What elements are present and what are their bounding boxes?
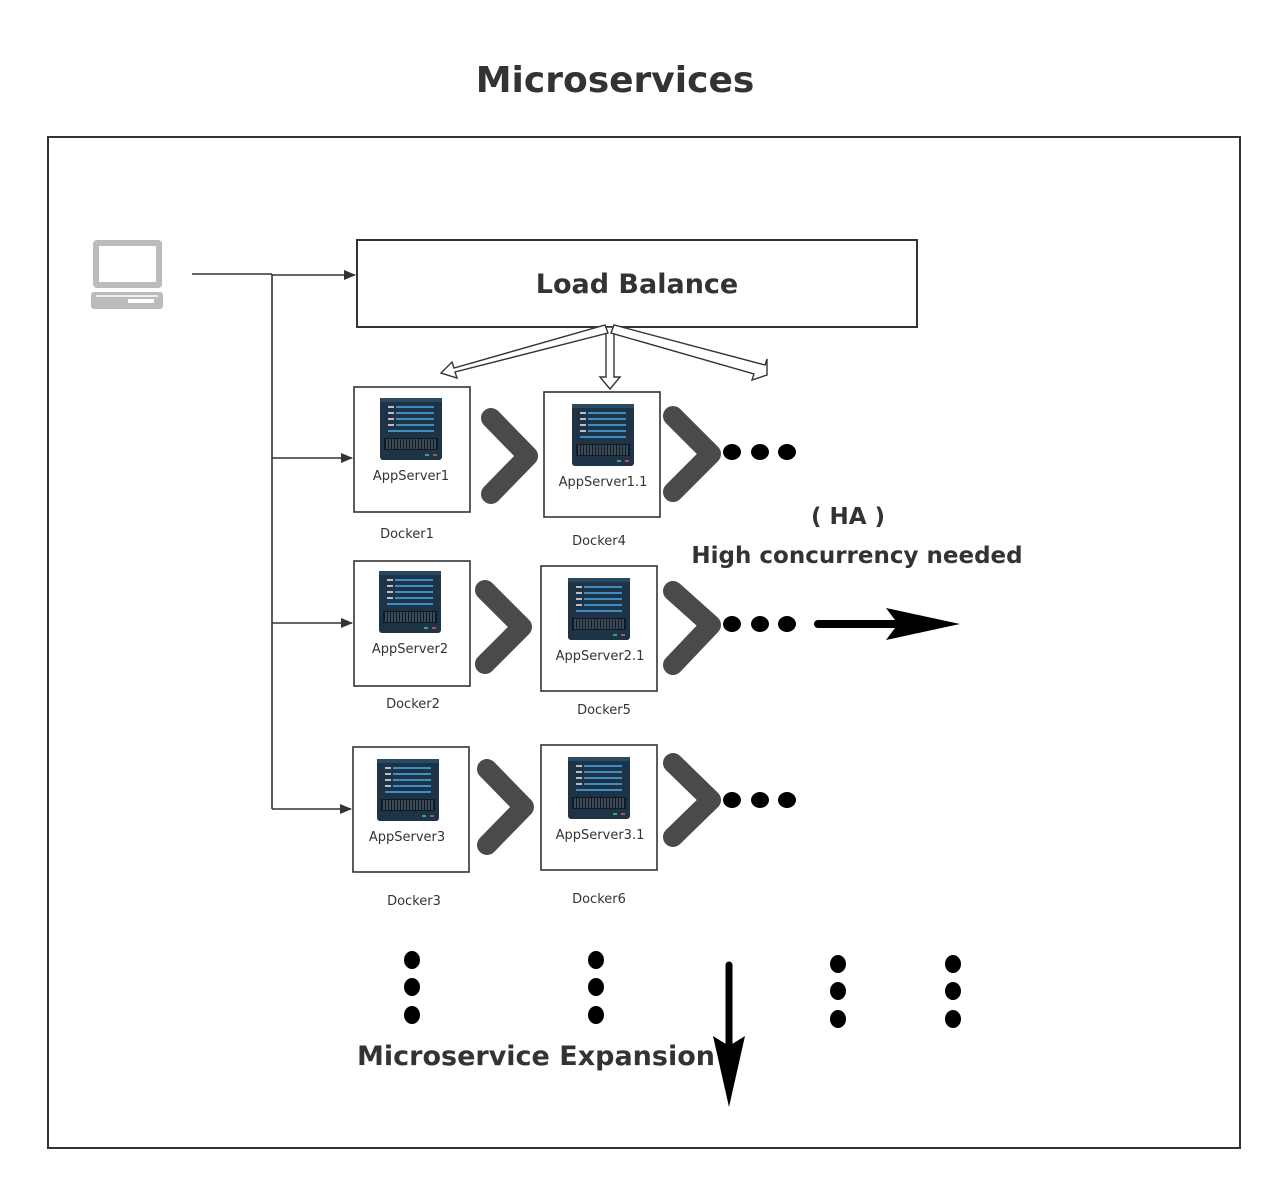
server-rack-icon — [571, 403, 635, 467]
load-balancer-label: Load Balance — [536, 269, 739, 300]
distribution-arrows — [439, 324, 768, 391]
chevron-right-icon — [663, 753, 721, 847]
ellipsis-icon — [723, 792, 796, 808]
server-rack-icon — [379, 397, 443, 461]
diagram-title: Microservices — [476, 60, 755, 101]
server-label: AppServer3.1 — [556, 828, 645, 843]
server-label: AppServer2.1 — [556, 649, 645, 664]
server-rack-icon — [378, 570, 442, 634]
docker-box-3: AppServer3 — [352, 746, 470, 873]
load-balancer: Load Balance — [356, 239, 918, 328]
server-label: AppServer3 — [369, 830, 445, 845]
docker-box-4: AppServer1.1 — [543, 391, 661, 518]
expansion-label: Microservice Expansion — [357, 1041, 715, 1072]
chevron-right-icon — [481, 408, 538, 504]
server-rack-icon — [376, 758, 440, 822]
docker-box-5: AppServer2.1 — [540, 565, 658, 692]
docker-label: Docker1 — [380, 527, 434, 542]
docker-label: Docker5 — [577, 703, 631, 718]
server-rack-icon — [567, 577, 631, 641]
computer-icon — [91, 240, 163, 309]
docker-box-6: AppServer3.1 — [540, 744, 658, 871]
high-concurrency-label: High concurrency needed — [691, 543, 1022, 569]
docker-box-2: AppServer2 — [353, 560, 471, 687]
chevron-right-icon — [475, 580, 532, 674]
ha-label: ( HA ) — [811, 504, 885, 530]
docker-label: Docker4 — [572, 534, 626, 549]
vertical-ellipsis-icon — [945, 955, 961, 1028]
server-rack-icon — [567, 756, 631, 820]
docker-label: Docker3 — [387, 894, 441, 909]
ellipsis-icon — [723, 616, 796, 632]
diagram-frame — [47, 136, 1241, 1149]
horizontal-scale-arrow — [814, 608, 960, 640]
chevron-right-icon — [663, 581, 721, 675]
docker-label: Docker6 — [572, 892, 626, 907]
vertical-scale-arrow — [713, 961, 745, 1107]
ellipsis-icon — [723, 444, 796, 460]
server-label: AppServer1 — [373, 469, 449, 484]
client-connectors — [192, 270, 356, 814]
vertical-ellipsis-icon — [588, 951, 604, 1024]
chevron-right-icon — [477, 759, 534, 855]
vertical-ellipsis-icon — [404, 951, 420, 1024]
vertical-ellipsis-icon — [830, 955, 846, 1028]
server-label: AppServer1.1 — [559, 475, 648, 490]
server-label: AppServer2 — [372, 642, 448, 657]
docker-box-1: AppServer1 — [353, 386, 471, 513]
chevron-right-icon — [663, 406, 721, 502]
docker-label: Docker2 — [386, 697, 440, 712]
